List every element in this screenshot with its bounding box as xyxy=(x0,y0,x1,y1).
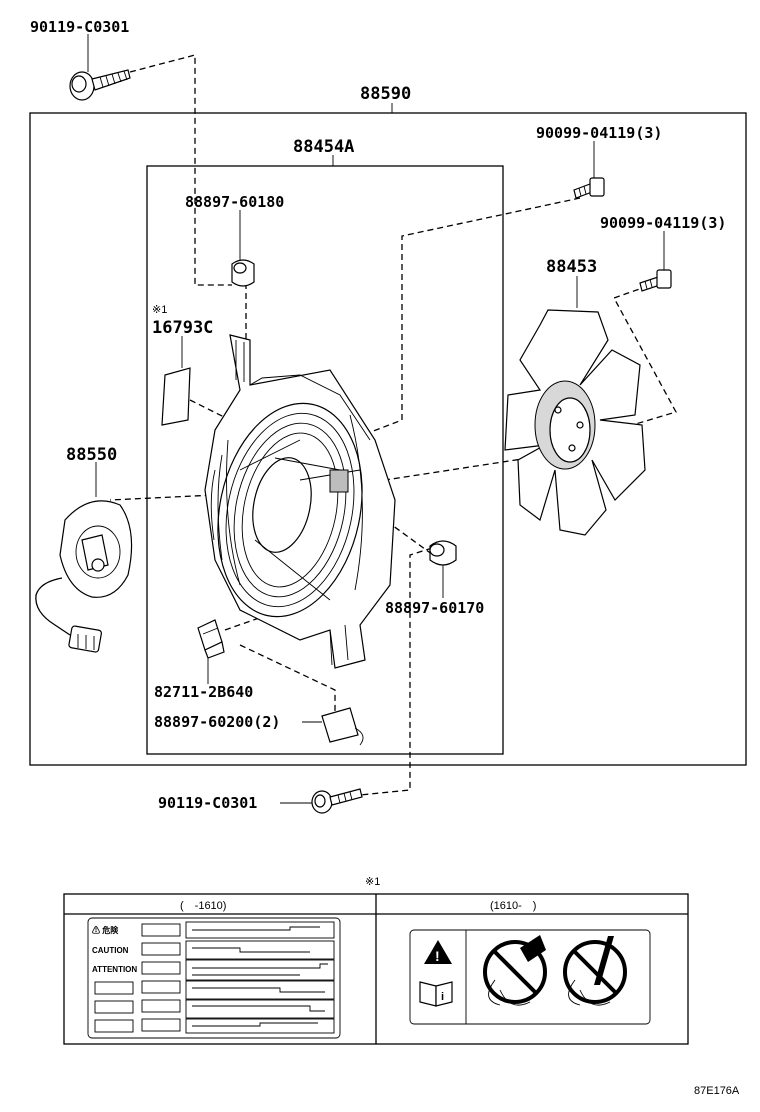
table-col-right: (1610- ) xyxy=(490,900,536,912)
motor-part[interactable] xyxy=(35,500,133,653)
old-label-row-2: CAUTION xyxy=(92,946,129,955)
label-bolt-bottom[interactable]: 90119-C0301 xyxy=(158,794,257,812)
bolt-bottom-part[interactable] xyxy=(311,788,363,814)
label-bolt-top[interactable]: 90119-C0301 xyxy=(30,18,129,36)
manual-book-icon: i xyxy=(419,981,453,1007)
screw-right-2-part[interactable] xyxy=(639,269,672,292)
connector-part[interactable] xyxy=(197,619,225,659)
warning-triangle-icon xyxy=(424,940,452,964)
assembly-frame xyxy=(29,112,747,766)
label-warning-label-part[interactable]: 16793C xyxy=(152,318,213,338)
bolt-top-part[interactable] xyxy=(69,69,131,101)
old-caution-label: ⚠ 危険 CAUTION ATTENTION xyxy=(87,917,341,1039)
old-label-row-3: ATTENTION xyxy=(92,965,137,974)
label-connector[interactable]: 82711-2B640 xyxy=(154,683,253,701)
screw-right-1-part[interactable] xyxy=(573,177,605,199)
table-note-mark: ※1 xyxy=(365,876,380,888)
shroud-unit[interactable] xyxy=(199,334,396,669)
old-label-row-1: ⚠ 危険 xyxy=(92,925,119,935)
label-variant-table: ( -1610) (1610- ) ⚠ 危険 CAUTION ATTENTION xyxy=(63,893,689,1045)
svg-text:i: i xyxy=(441,991,444,1003)
shroud-frame xyxy=(146,165,504,755)
figure-code: 87E176A xyxy=(694,1085,740,1097)
cushion-bottom-part[interactable] xyxy=(429,540,457,566)
label-motor[interactable]: 88550 xyxy=(66,445,117,465)
label-screw-right-2[interactable]: 90099-04119(3) xyxy=(600,214,726,232)
no-hand-fan-icon xyxy=(483,935,547,1006)
svg-text:!: ! xyxy=(435,948,440,964)
warning-label-sticker[interactable] xyxy=(161,367,191,426)
label-shroud[interactable]: 88454A xyxy=(293,137,354,157)
clip-part[interactable] xyxy=(321,707,364,746)
label-cushion-bottom[interactable]: 88897-60170 xyxy=(385,599,484,617)
label-screw-right-1[interactable]: 90099-04119(3) xyxy=(536,124,662,142)
label-note-mark: ※1 xyxy=(152,304,167,316)
fan-part[interactable] xyxy=(504,309,646,536)
no-tool-fan-icon xyxy=(563,936,627,1006)
cushion-top-part[interactable] xyxy=(231,259,255,287)
label-assembly[interactable]: 88590 xyxy=(360,84,411,104)
label-clip[interactable]: 88897-60200(2) xyxy=(154,713,280,731)
new-pictogram-label: ! i xyxy=(409,929,651,1025)
label-cushion-top[interactable]: 88897-60180 xyxy=(185,193,284,211)
table-col-left: ( -1610) xyxy=(180,900,226,912)
label-fan[interactable]: 88453 xyxy=(546,257,597,277)
